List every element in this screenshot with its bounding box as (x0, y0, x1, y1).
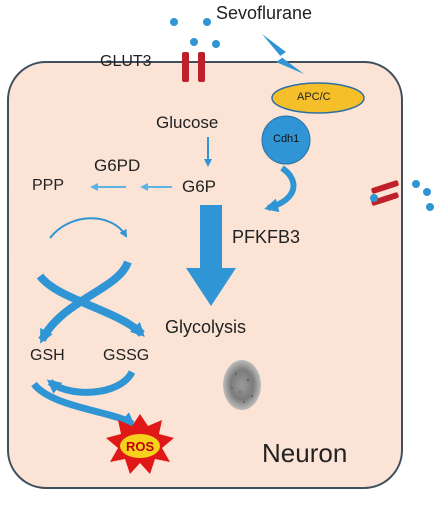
cdh1-circle (261, 115, 311, 165)
nucleus-image (223, 360, 261, 410)
apcc-label: APC/C (297, 91, 331, 103)
cdh1-to-pfkfb3-arrow (264, 165, 297, 213)
right-transporter (371, 180, 399, 206)
glucose-label: Glucose (156, 113, 219, 132)
ppp-curved-arrow (49, 217, 128, 239)
lightning-bolt-icon (262, 34, 304, 74)
glucose-molecules-top (170, 18, 220, 48)
gsh-gssg-arrow-right (31, 381, 136, 427)
glucose-molecules-right (370, 180, 434, 211)
neuron-label: Neuron (262, 438, 348, 468)
pfkfb3-label: PFKFB3 (232, 227, 301, 247)
g6pd-label: G6PD (94, 156, 141, 175)
g6p-label: G6P (182, 177, 217, 196)
glut3-transporter (182, 52, 205, 82)
gsh-label: GSH (30, 347, 65, 364)
sevoflurane-label: Sevoflurane (216, 3, 313, 23)
gsh-gssg-arrow-left (46, 370, 136, 396)
glut3-label: GLUT3 (100, 53, 152, 70)
nucleus-texture (231, 372, 254, 404)
glycolysis-big-arrow (186, 205, 236, 306)
glycolysis-label: Glycolysis (165, 317, 247, 337)
crossing-arrow-left (38, 260, 132, 344)
ros-label: ROS (126, 439, 155, 454)
crossing-arrow-right (36, 273, 145, 337)
gssg-label: GSSG (103, 347, 150, 364)
cdh1-label: Cdh1 (273, 133, 300, 145)
ros-center (120, 434, 160, 458)
ppp-label: PPP (32, 177, 65, 194)
apcc-ellipse (271, 82, 365, 114)
